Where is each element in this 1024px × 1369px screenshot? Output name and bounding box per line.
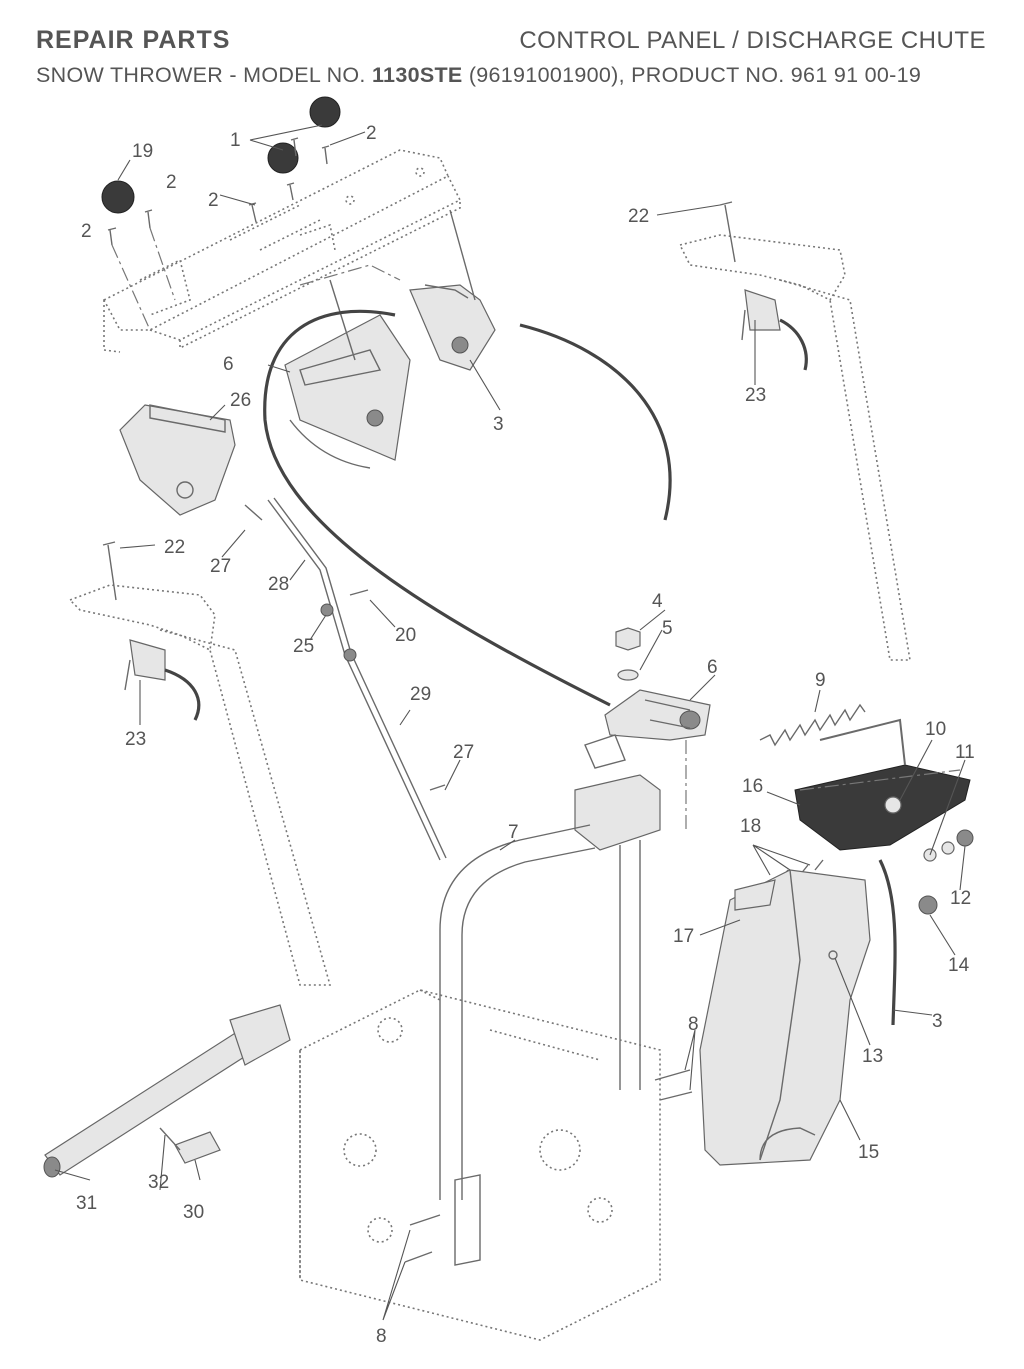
auger-housing xyxy=(299,989,661,1341)
knob-1b xyxy=(267,142,299,174)
callout-6: 6 xyxy=(223,354,234,375)
callout-32: 32 xyxy=(148,1172,169,1193)
callout-26: 26 xyxy=(230,390,251,411)
callout-25: 25 xyxy=(293,636,314,657)
spring-9 xyxy=(759,703,866,747)
callout-3: 3 xyxy=(932,1011,943,1032)
callout-12: 12 xyxy=(950,888,971,909)
callout-15: 15 xyxy=(858,1142,879,1163)
callout-23: 23 xyxy=(125,729,146,750)
callout-10: 10 xyxy=(925,719,946,740)
left-handle xyxy=(68,541,332,986)
chute-rotator-6 xyxy=(584,689,711,769)
callout-28: 28 xyxy=(268,574,289,595)
callout-3: 3 xyxy=(493,414,504,435)
shift-lever-3 xyxy=(409,209,496,371)
header-section-title: CONTROL PANEL / DISCHARGE CHUTE xyxy=(519,27,986,54)
part-30-32 xyxy=(159,1127,221,1164)
callout-27: 27 xyxy=(453,742,474,763)
callout-29: 29 xyxy=(410,684,431,705)
callout-18: 18 xyxy=(740,816,761,837)
header-repair-parts: REPAIR PARTS xyxy=(36,26,231,54)
callout-22: 22 xyxy=(628,206,649,227)
auger-shaft-31 xyxy=(43,1004,291,1178)
callout-27: 27 xyxy=(210,556,231,577)
callout-7: 7 xyxy=(508,822,519,843)
callout-4: 4 xyxy=(652,591,663,612)
nut-4-washer-5 xyxy=(615,627,641,681)
callout-20: 20 xyxy=(395,625,416,646)
subtitle-suffix: (96191001900), PRODUCT NO. 961 91 00-19 xyxy=(462,63,922,87)
callout-13: 13 xyxy=(862,1046,883,1067)
right-handle xyxy=(678,201,911,661)
callout-labels: 1 2 2 2 2 19 6 3 22 23 26 27 22 28 20 25… xyxy=(54,123,975,1347)
header-model-line: SNOW THROWER - MODEL NO. 1130STE (961910… xyxy=(36,63,921,88)
control-cables xyxy=(263,309,897,1026)
bolts-8 xyxy=(404,1069,693,1263)
callout-30: 30 xyxy=(183,1202,204,1223)
callout-31: 31 xyxy=(76,1193,97,1214)
knob-1a xyxy=(309,96,341,128)
callout-11: 11 xyxy=(955,742,975,763)
callout-2: 2 xyxy=(366,123,377,144)
screws-2 xyxy=(107,137,330,331)
speed-selector-6 xyxy=(284,279,411,469)
callout-9: 9 xyxy=(815,670,826,691)
callout-22: 22 xyxy=(164,537,185,558)
callout-23: 23 xyxy=(745,385,766,406)
model-number: 1130STE xyxy=(371,63,463,87)
callout-2: 2 xyxy=(208,190,219,211)
callout-2: 2 xyxy=(166,172,177,193)
control-panel xyxy=(102,149,462,353)
callout-14: 14 xyxy=(948,955,970,976)
chute-bracket-7 xyxy=(439,740,687,1200)
callout-1: 1 xyxy=(230,130,241,151)
callout-5: 5 xyxy=(662,618,673,639)
callout-17: 17 xyxy=(673,926,694,947)
callout-16: 16 xyxy=(742,776,763,797)
callout-8: 8 xyxy=(376,1326,387,1347)
callout-2: 2 xyxy=(81,221,92,242)
rods-28-29 xyxy=(244,497,447,861)
callout-8: 8 xyxy=(688,1014,699,1035)
hardware-small xyxy=(779,829,974,915)
bracket-26 xyxy=(119,404,236,516)
callout-19: 19 xyxy=(132,141,153,162)
discharge-chute-15 xyxy=(699,869,871,1166)
knob-19 xyxy=(101,180,135,214)
deflector-16 xyxy=(794,718,971,851)
subtitle-prefix: SNOW THROWER - MODEL NO. xyxy=(36,63,372,87)
callout-6: 6 xyxy=(707,657,718,678)
